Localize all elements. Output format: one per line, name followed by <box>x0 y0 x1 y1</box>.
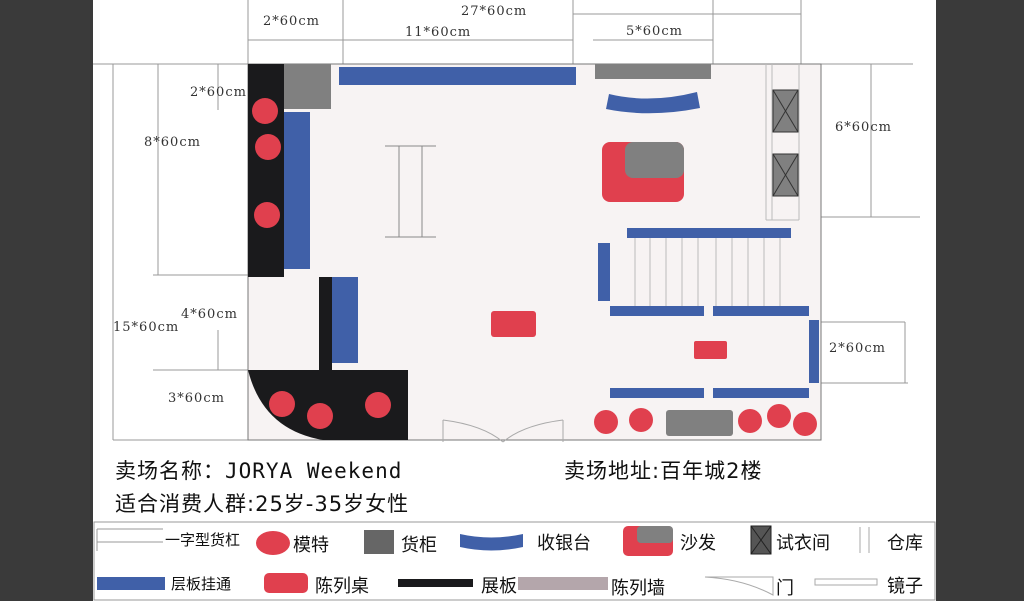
dim-left-d: 3*60cm <box>168 391 225 406</box>
shelf-rail-row2-a <box>610 388 704 398</box>
mannequin-7 <box>594 410 618 434</box>
racks <box>634 238 781 306</box>
cashier-icon <box>460 534 523 551</box>
shelf-rail-rack-left <box>598 243 610 301</box>
dim-left-total: 15*60cm <box>113 320 179 335</box>
shelf-rail-icon <box>97 577 165 590</box>
shelf-rail-row2-b <box>713 388 809 398</box>
audience-label: 适合消费人群: <box>115 492 256 516</box>
sofa-seat <box>625 142 684 178</box>
display-board-icon <box>398 579 473 587</box>
shelf-rail-row1-b <box>713 306 809 316</box>
mannequin-icon <box>256 531 290 555</box>
address-label: 卖场地址: <box>564 459 661 483</box>
dim-left-b: 8*60cm <box>144 135 201 150</box>
display-board-mid <box>319 277 332 370</box>
display-table-right <box>694 341 727 359</box>
dim-top-left: 2*60cm <box>263 14 320 29</box>
cabinet-icon <box>364 530 394 554</box>
legend-shelf-rail: 层板挂通 <box>171 575 232 593</box>
mirror-icon <box>814 578 878 586</box>
legend: 一字型货杠 模特 货柜 收银台 沙发 试衣间 仓库 层板挂通 陈列桌 展板 陈列… <box>93 521 936 601</box>
shelf-rail-top <box>339 67 576 85</box>
shelf-rail-rack-top <box>627 228 791 238</box>
single-rack-center <box>385 145 436 238</box>
mannequin-4 <box>269 391 295 417</box>
legend-storage: 仓库 <box>887 533 923 554</box>
mannequin-11 <box>793 412 817 436</box>
entrance-door <box>442 419 564 443</box>
mannequin-8 <box>629 408 653 432</box>
legend-display-table: 陈列桌 <box>315 576 369 597</box>
dim-top-right: 5*60cm <box>626 24 683 39</box>
mannequin-5 <box>307 403 333 429</box>
rack-symbol <box>96 528 163 551</box>
mannequins <box>252 98 817 436</box>
legend-fitting-room: 试衣间 <box>776 533 830 554</box>
display-board-corner <box>248 370 408 440</box>
legend-cashier: 收银台 <box>537 533 591 554</box>
display-table-center <box>491 311 536 337</box>
legend-symbols <box>93 521 936 601</box>
legend-mannequin: 模特 <box>293 535 329 556</box>
mannequin-10 <box>767 404 791 428</box>
shelf-rail-row1-a <box>610 306 704 316</box>
mannequin-2 <box>255 134 281 160</box>
floor-plan: 2*60cm 11*60cm 27*60cm 5*60cm 2*60cm 8*6… <box>93 0 920 443</box>
dim-right-a: 6*60cm <box>835 120 892 135</box>
display-wall-icon <box>518 577 608 590</box>
display-board-left <box>248 64 284 277</box>
store-name-label: 卖场名称： <box>115 459 225 483</box>
floor-plan-sheet: 2*60cm 11*60cm 27*60cm 5*60cm 2*60cm 8*6… <box>93 0 936 601</box>
shelf-rails <box>284 67 819 398</box>
legend-sofa: 沙发 <box>680 533 716 554</box>
fitting-rooms <box>772 89 799 197</box>
dim-top-total: 27*60cm <box>461 4 527 19</box>
shelf-rail-mid <box>332 277 358 363</box>
legend-display-board: 展板 <box>481 576 517 597</box>
legend-rack: 一字型货杠 <box>165 531 241 549</box>
cabinet-top-left <box>284 64 331 109</box>
dim-left-a: 2*60cm <box>190 85 247 100</box>
display-table-icon <box>264 573 308 593</box>
address-line: 卖场地址:百年城2楼 <box>564 455 762 485</box>
audience: 25岁-35岁女性 <box>255 492 410 516</box>
mannequin-3 <box>254 202 280 228</box>
fitting-room-icon <box>750 525 772 555</box>
store-name-line: 卖场名称：JORYA Weekend <box>115 455 402 485</box>
shelf-rail-right <box>809 320 819 383</box>
mannequin-6 <box>365 392 391 418</box>
cashier-counter <box>606 92 700 114</box>
dim-top-mid: 11*60cm <box>405 25 471 40</box>
dim-left-c: 4*60cm <box>181 307 238 322</box>
storage-icon <box>859 527 870 553</box>
store-name: JORYA Weekend <box>225 459 403 483</box>
storage-area <box>765 64 800 221</box>
mannequin-1 <box>252 98 278 124</box>
legend-door: 门 <box>776 578 794 599</box>
cabinet-bottom <box>666 410 733 436</box>
dim-right-b: 2*60cm <box>829 341 886 356</box>
door-icon <box>704 576 774 596</box>
audience-line: 适合消费人群:25岁-35岁女性 <box>115 488 409 518</box>
cabinet-top-right <box>595 64 711 79</box>
shelf-rail-left <box>284 112 310 269</box>
legend-cabinet: 货柜 <box>401 535 437 556</box>
mannequin-9 <box>738 409 762 433</box>
legend-mirror: 镜子 <box>887 576 923 597</box>
legend-display-wall: 陈列墙 <box>611 578 665 599</box>
address: 百年城2楼 <box>660 459 763 483</box>
